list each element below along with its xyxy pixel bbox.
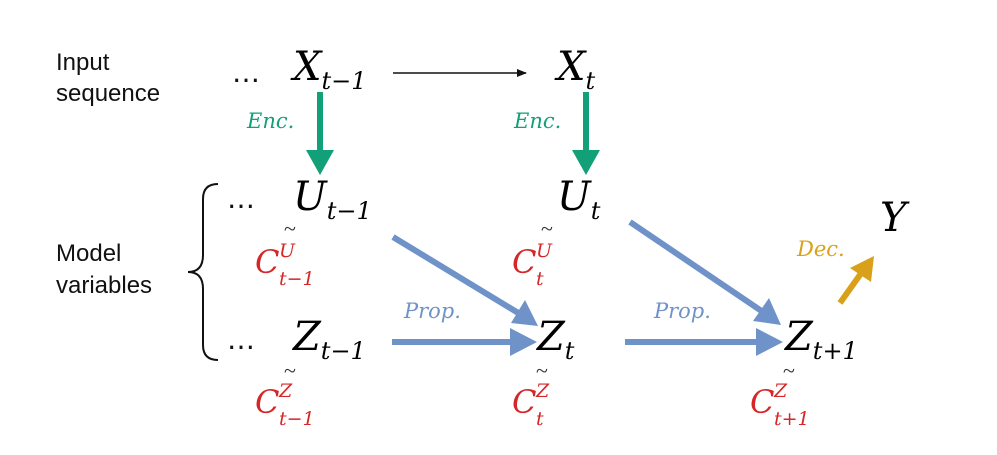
enc-label-t: Enc. (513, 109, 561, 133)
svg-text:C: C (512, 243, 536, 281)
svg-text:C: C (750, 383, 774, 421)
tilde-cu-t: ~ (541, 216, 553, 241)
prop-label-2: Prop. (653, 299, 711, 323)
prop-arrow-z-prev-to-z-t (392, 328, 537, 356)
context-cu-t: C U t (512, 240, 553, 290)
svg-text:t−1: t−1 (279, 408, 315, 430)
tilde-cz-prev: ~ (284, 358, 296, 383)
context-cu-prev: C U t−1 (255, 240, 315, 290)
input-label-line2: sequence (56, 80, 160, 107)
var-u-prev: Ut−1 (293, 174, 372, 225)
svg-text:C: C (255, 243, 279, 281)
enc-label-prev: Enc. (246, 109, 294, 133)
tilde-cz-t: ~ (536, 358, 548, 383)
model-label-line1: Model (56, 240, 121, 267)
var-x-prev: Xt−1 (290, 44, 367, 95)
enc-arrow-prev (306, 92, 334, 175)
svg-text:U: U (279, 240, 296, 262)
prop-label-1: Prop. (403, 299, 461, 323)
tilde-cz-next: ~ (783, 358, 795, 383)
svg-text:U: U (536, 240, 553, 262)
svg-text:C: C (255, 383, 279, 421)
ellipsis-input: … (232, 56, 260, 89)
var-u-t: Ut (557, 174, 601, 225)
enc-arrow-t (572, 92, 600, 175)
prop-arrow-u-prev-to-z-t (391, 234, 538, 326)
tilde-cu-prev: ~ (284, 216, 296, 241)
context-cz-next: C Z t+1 (750, 380, 810, 430)
svg-text:t−1: t−1 (279, 268, 315, 290)
svg-text:t: t (536, 408, 544, 430)
input-label-line1: Input (56, 49, 110, 76)
model-variables-brace (187, 183, 219, 361)
prop-arrow-z-t-to-z-next (625, 328, 783, 356)
context-cz-prev: C Z t−1 (255, 380, 315, 430)
context-cz-t: C Z t (512, 380, 550, 430)
ellipsis-u: … (227, 182, 255, 215)
svg-text:C: C (512, 383, 536, 421)
svg-text:Z: Z (535, 380, 550, 402)
svg-text:Z: Z (773, 380, 788, 402)
var-y: Y (880, 195, 910, 241)
dec-label: Dec. (796, 237, 845, 261)
svg-text:t: t (536, 268, 544, 290)
var-z-next: Zt+1 (783, 314, 858, 365)
var-z-t: Zt (535, 314, 575, 365)
prop-arrow-u-t-to-z-next (628, 219, 781, 325)
svg-text:t+1: t+1 (774, 408, 810, 430)
var-z-prev: Zt−1 (291, 314, 366, 365)
var-x-t: Xt (554, 44, 595, 95)
ellipsis-z: … (227, 323, 255, 356)
dec-arrow (837, 256, 874, 305)
svg-text:Z: Z (278, 380, 293, 402)
model-label-line2: variables (56, 272, 152, 299)
